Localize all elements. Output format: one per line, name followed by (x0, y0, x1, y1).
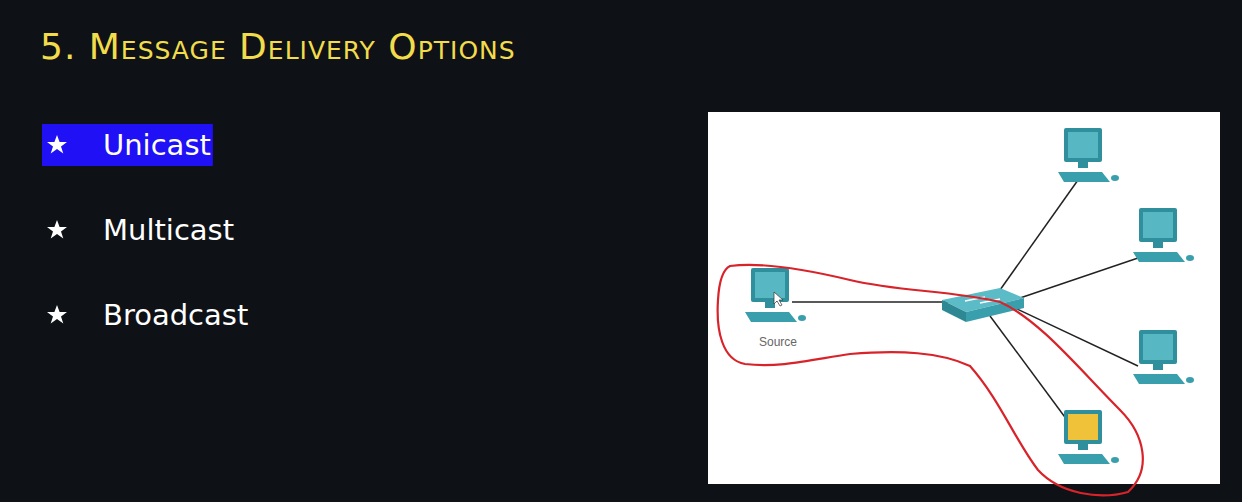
message-screen (1068, 414, 1098, 440)
computer-icon (1058, 128, 1119, 182)
bullet-stars (47, 135, 67, 324)
link (792, 301, 948, 303)
computer-icon (1133, 330, 1194, 384)
computer-icon (745, 268, 806, 322)
network-links (792, 180, 1138, 424)
selection-highlight (42, 124, 213, 166)
link (1000, 180, 1078, 290)
bullet-star (47, 305, 67, 324)
computer-icon (1133, 208, 1194, 262)
bullet-item: Unicast (103, 124, 211, 166)
switch-symbol (942, 288, 1024, 322)
computer-icon (1058, 410, 1119, 464)
computer-node: Source (738, 268, 818, 349)
link (990, 316, 1070, 424)
node-label: Source (738, 335, 818, 349)
bullet-star (47, 135, 67, 154)
link (1020, 258, 1138, 298)
highlight-outline (718, 265, 1143, 496)
mouse-cursor (774, 292, 783, 306)
bullet-item: Broadcast (103, 294, 248, 336)
bullet-item: Multicast (103, 209, 234, 251)
slide-title: 5. Message Delivery Options (40, 26, 516, 67)
diagram-panel (708, 112, 1220, 484)
link (1015, 308, 1138, 366)
bullet-star (47, 220, 67, 239)
